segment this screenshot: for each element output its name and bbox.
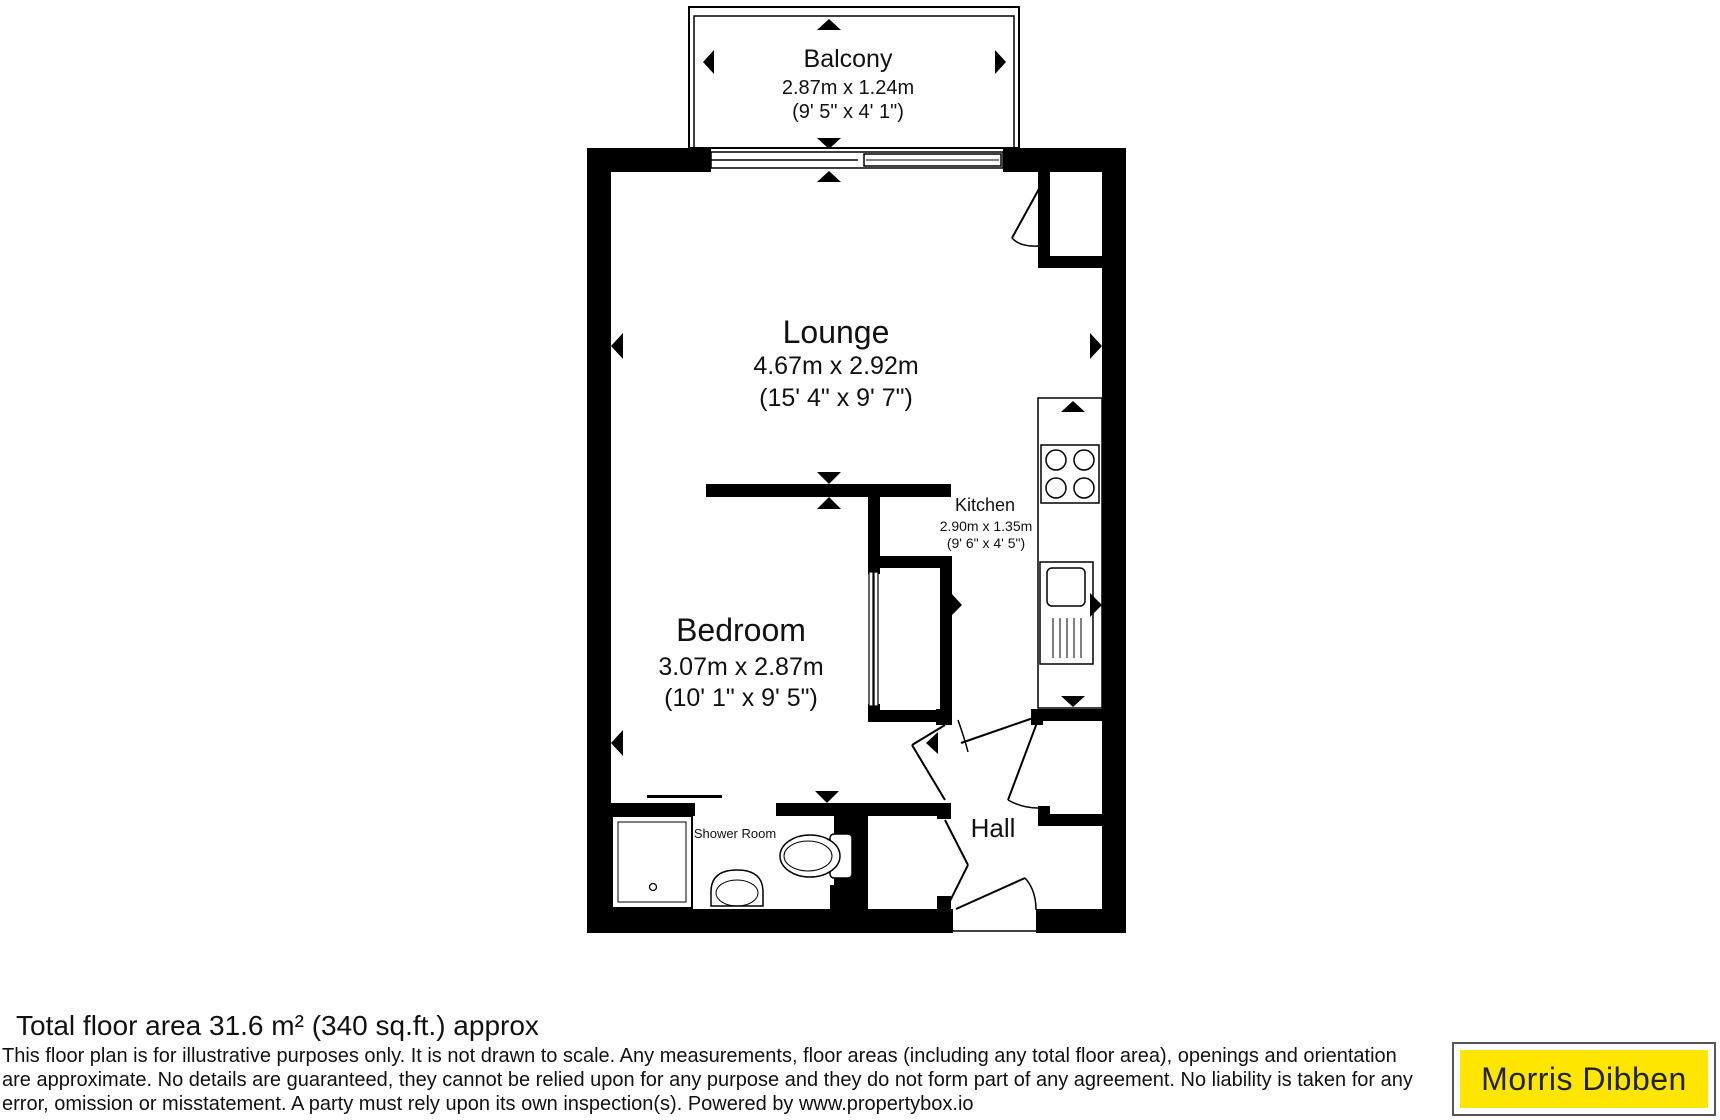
bedroom-size-imperial: (10' 1" x 9' 5"): [664, 684, 818, 712]
agent-logo-frame: Morris Dibben: [1452, 1042, 1716, 1116]
wardrobe-wall-bottom: [868, 710, 952, 722]
bedroom-dimension-arrow-left: [611, 730, 623, 756]
kitchen-size-metric: 2.90m x 1.35m: [940, 518, 1033, 534]
kitchen-name: Kitchen: [955, 495, 1015, 515]
sink-icon: [1039, 561, 1094, 665]
cupboard-door-swing: [1011, 237, 1039, 247]
cupboard-door-leaf: [1011, 177, 1046, 239]
balcony-dimension-arrow-left: [703, 50, 714, 74]
hall-corner-block: [936, 709, 952, 725]
wardrobe-stub-bottom: [868, 704, 880, 710]
cupboard-hall-wall: [1038, 814, 1102, 826]
outer-walls: [587, 148, 1126, 933]
total-floor-area: Total floor area 31.6 m² (340 sq.ft.) ap…: [16, 1010, 539, 1041]
lounge-dimension-arrow-left: [611, 333, 623, 359]
hall-dimension-arrow: [926, 732, 938, 754]
lounge-bedroom-partition: [706, 472, 951, 509]
kitchen-dimension-arrow-left: [951, 593, 962, 616]
bedroom: Bedroom 3.07m x 2.87m (10' 1" x 9' 5"): [611, 612, 824, 756]
cupboard-hall-door-swing: [1007, 799, 1039, 809]
front-door-opening: [953, 909, 1036, 933]
partition-arrow-lounge: [817, 472, 841, 484]
kitchen-dimension-arrow-bottom: [1061, 696, 1085, 707]
bathroom-door-leaf: [944, 819, 969, 866]
wall-bottom-left: [587, 909, 1126, 933]
shower-room-name: Shower Room: [694, 826, 776, 841]
cupboard-wall-vertical: [1038, 172, 1050, 267]
cupboard-hall-door-leaf: [1007, 719, 1039, 801]
balcony-sliding-doors: [710, 151, 1004, 169]
balcony-name: Balcony: [804, 45, 893, 73]
wardrobe-wall-upper: [868, 497, 880, 559]
bedroom-size-metric: 3.07m x 2.87m: [658, 653, 823, 681]
wardrobe-stub-top: [868, 568, 880, 574]
bedroom-door-swing: [957, 719, 969, 753]
kitchen-door-leaf: [960, 716, 1037, 744]
wall-left: [587, 148, 611, 933]
balcony-inner-outline: [693, 15, 1015, 149]
bedroom-door-leaf: [911, 724, 946, 746]
wall-top-right: [1003, 148, 1126, 172]
disclaimer-text: This floor plan is for illustrative purp…: [2, 1045, 1413, 1115]
floor-plan: Balcony 2.87m x 1.24m (9' 5" x 4' 1") Lo…: [587, 6, 1126, 933]
lounge: Lounge 4.67m x 2.92m (15' 4" x 9' 7"): [611, 171, 1102, 412]
bedroom-door-leaf-2: [911, 744, 946, 801]
wardrobe-slide-door-2: [873, 571, 879, 707]
lounge-name: Lounge: [783, 314, 890, 350]
kitchen-size-imperial: (9' 6" x 4' 5"): [947, 535, 1025, 551]
partition-wall: [706, 484, 951, 497]
kitchen-dimension-arrow-top: [1061, 401, 1085, 412]
hall-door-jamb-bottom: [937, 896, 951, 910]
balcony: Balcony 2.87m x 1.24m (9' 5" x 4' 1"): [688, 6, 1020, 149]
hall-doors: [911, 716, 1039, 911]
lounge-size-metric: 4.67m x 2.92m: [753, 352, 918, 380]
wall-top-left: [587, 148, 711, 172]
wardrobe-wall-top: [868, 556, 952, 568]
wardrobe-slide-door-1: [868, 571, 874, 707]
partition-arrow-bedroom: [817, 497, 841, 509]
wall-right: [1102, 148, 1126, 933]
wardrobe-wall-right: [940, 556, 952, 722]
hall-walls: [611, 709, 1102, 910]
kitchen: Kitchen 2.90m x 1.35m (9' 6" x 4' 5"): [940, 397, 1103, 709]
cupboard-top-right: [1011, 172, 1102, 268]
agent-logo: Morris Dibben: [1460, 1050, 1708, 1108]
kitchen-hall-stub: [1031, 709, 1043, 725]
shower-room: Shower Room: [611, 791, 856, 909]
balcony-dimension-arrow-right: [995, 50, 1006, 74]
shower-dimension-arrow: [815, 791, 839, 803]
cupboard-wall-horizontal: [1038, 256, 1102, 268]
hob-icon: [1040, 444, 1100, 504]
balcony-size-imperial: (9' 5" x 4' 1"): [792, 101, 904, 123]
bedroom-name: Bedroom: [676, 612, 806, 648]
kitchen-worktop: [1037, 397, 1103, 709]
shower-drain-icon: [648, 882, 658, 892]
lounge-size-imperial: (15' 4" x 9' 7"): [759, 384, 913, 412]
basin-icon: [710, 869, 764, 907]
bathroom-door-leaf-2: [947, 864, 969, 906]
balcony-dimension-arrow-top: [817, 19, 841, 30]
toilet-icon: [779, 833, 853, 879]
hall-name: Hall: [971, 813, 1016, 843]
front-door-leaf: [955, 877, 1026, 910]
bathroom-door-track: [647, 795, 722, 798]
kitchen-hall-wall: [1031, 709, 1102, 721]
lounge-dimension-arrow-right: [1090, 333, 1102, 359]
bedroom-bathroom-wall-left: [611, 803, 695, 816]
shower-tray: [611, 815, 693, 909]
balcony-dimension-arrow-bottom: [817, 138, 841, 149]
kitchen-dimension-arrow-right: [1090, 593, 1102, 617]
balcony-size-metric: 2.87m x 1.24m: [782, 77, 914, 99]
lounge-dimension-arrow-top: [817, 171, 841, 182]
bedroom-bathroom-wall: [776, 803, 951, 816]
cupboard-hall-stub: [1038, 806, 1050, 826]
front-door-swing: [1024, 877, 1037, 911]
shower-tray-inner: [617, 821, 687, 903]
wardrobe: [868, 497, 962, 722]
